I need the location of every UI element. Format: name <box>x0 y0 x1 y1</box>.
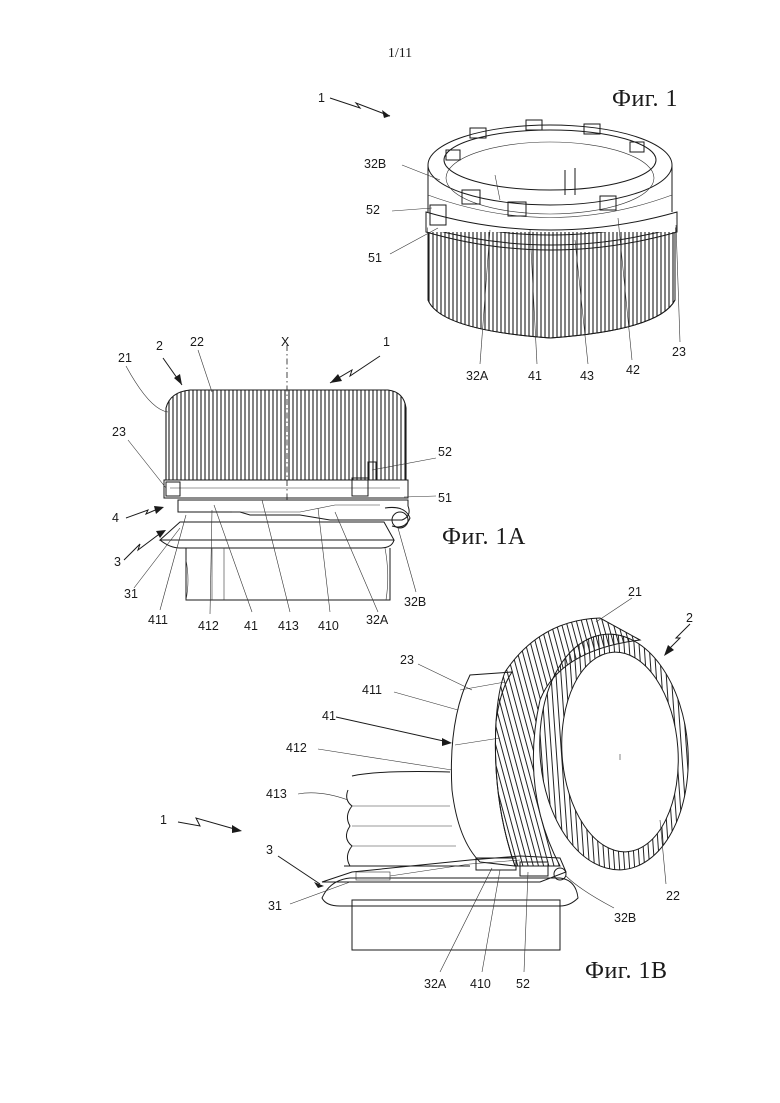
fig1b-label-22: 22 <box>666 889 680 903</box>
figure-1-drawing: 1 32B 52 51 32A 41 43 42 23 <box>318 91 686 383</box>
fig1-label-41: 41 <box>528 369 542 383</box>
figure-1b-drawing: 21 2 23 411 41 412 413 1 3 31 22 32B 32A… <box>160 585 696 991</box>
fig1b-label-412: 412 <box>286 741 307 755</box>
fig1b-label-52: 52 <box>516 977 530 991</box>
fig1a-label-411: 411 <box>148 613 168 627</box>
fig1b-label-411: 411 <box>362 683 382 697</box>
fig1a-label-413: 413 <box>278 619 299 633</box>
fig1a-label-21: 21 <box>118 351 132 365</box>
fig1a-label-23: 23 <box>112 425 126 439</box>
fig1b-label-3: 3 <box>266 843 273 857</box>
fig1-label-23: 23 <box>672 345 686 359</box>
fig1a-label-31: 31 <box>124 587 138 601</box>
fig1a-label-51: 51 <box>438 491 452 505</box>
fig1-label-32b: 32B <box>364 157 386 171</box>
fig1a-label-4: 4 <box>112 511 119 525</box>
fig1-label-32a: 32A <box>466 369 489 383</box>
fig1b-label-23: 23 <box>400 653 414 667</box>
fig1a-label-412: 412 <box>198 619 219 633</box>
fig1-label-42: 42 <box>626 363 640 377</box>
fig1-label-43: 43 <box>580 369 594 383</box>
fig1a-label-32a: 32A <box>366 613 389 627</box>
fig1b-label-413: 413 <box>266 787 287 801</box>
fig1a-label-22: 22 <box>190 335 204 349</box>
fig1a-label-410: 410 <box>318 619 339 633</box>
fig1b-label-41: 41 <box>322 709 336 723</box>
fig1b-label-32a: 32A <box>424 977 447 991</box>
fig1b-label-32b: 32B <box>614 911 636 925</box>
figure-1a-drawing: 1 X 2 22 21 23 52 51 4 3 31 411 412 41 4… <box>112 335 452 633</box>
fig1a-label-x: X <box>281 335 290 349</box>
fig1a-label-2: 2 <box>156 339 163 353</box>
fig1a-label-52: 52 <box>438 445 452 459</box>
fig1b-label-21: 21 <box>628 585 642 599</box>
fig1a-label-3: 3 <box>114 555 121 569</box>
fig1a-label-32b: 32B <box>404 595 426 609</box>
fig1-label-52: 52 <box>366 203 380 217</box>
fig1b-label-31: 31 <box>268 899 282 913</box>
fig1b-label-1: 1 <box>160 813 167 827</box>
fig1-label-51: 51 <box>368 251 382 265</box>
fig1b-label-2: 2 <box>686 611 693 625</box>
fig1a-label-1: 1 <box>383 335 390 349</box>
fig1b-label-410: 410 <box>470 977 491 991</box>
fig1-label-1: 1 <box>318 91 325 105</box>
fig1a-label-41: 41 <box>244 619 258 633</box>
